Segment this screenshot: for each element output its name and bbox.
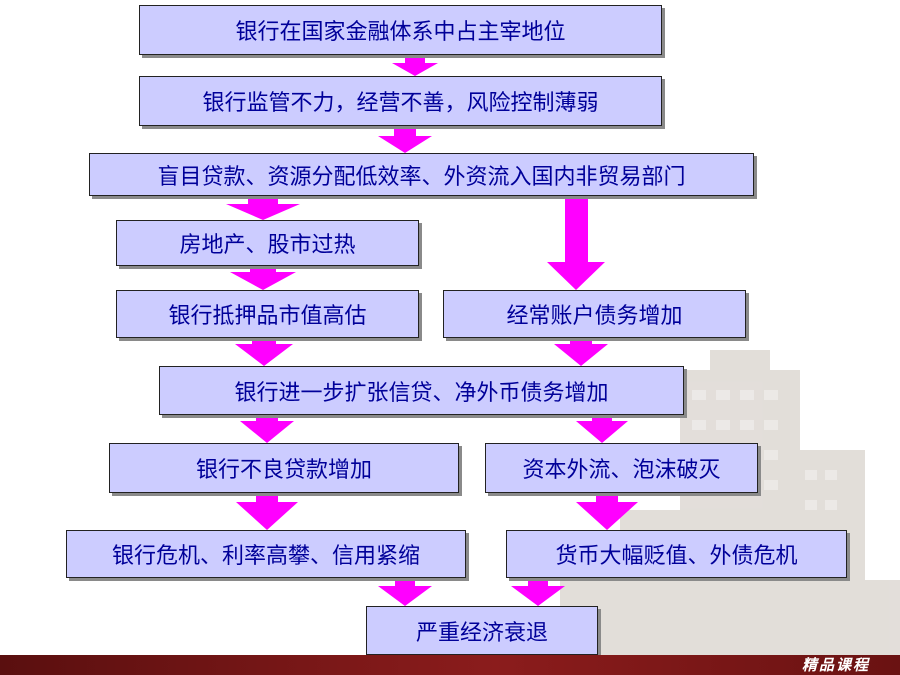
node-banking-dominance: 银行在国家金融体系中占主宰地位 [139, 5, 662, 55]
footer-bar: 精品课程 [0, 655, 900, 675]
arrow-7-9 [576, 415, 628, 443]
node-blind-lending: 盲目贷款、资源分配低效率、外资流入国内非贸易部门 [89, 153, 754, 196]
node-currency-depreciation: 货币大幅贬值、外债危机 [506, 530, 847, 578]
node-severe-recession: 严重经济衰退 [366, 606, 598, 655]
arrow-11-12 [511, 578, 565, 606]
arrow-5-7 [235, 338, 293, 366]
arrow-3-4 [226, 196, 300, 220]
node-credit-expansion: 银行进一步扩张信贷、净外币债务增加 [159, 366, 684, 415]
node-banking-crisis: 银行危机、利率高攀、信用紧缩 [66, 530, 466, 578]
footer-label: 精品课程 [801, 656, 870, 674]
node-bad-loans: 银行不良贷款增加 [109, 443, 459, 493]
arrow-2-3 [378, 126, 432, 153]
node-weak-supervision: 银行监管不力，经营不善，风险控制薄弱 [139, 76, 662, 126]
node-capital-outflow: 资本外流、泡沫破灭 [485, 443, 758, 493]
arrow-7-8 [240, 415, 294, 443]
arrow-8-10 [236, 493, 298, 530]
node-collateral-overvalued: 银行抵押品市值高估 [116, 290, 419, 338]
arrow-3-6 [547, 196, 605, 290]
arrow-9-11 [576, 493, 638, 530]
node-asset-bubble: 房地产、股市过热 [116, 220, 419, 266]
arrow-6-7 [554, 338, 608, 366]
arrow-4-5 [230, 266, 296, 290]
arrow-1-2 [392, 55, 438, 76]
arrow-10-12 [378, 578, 432, 606]
node-current-account-debt: 经常账户债务增加 [443, 290, 746, 338]
